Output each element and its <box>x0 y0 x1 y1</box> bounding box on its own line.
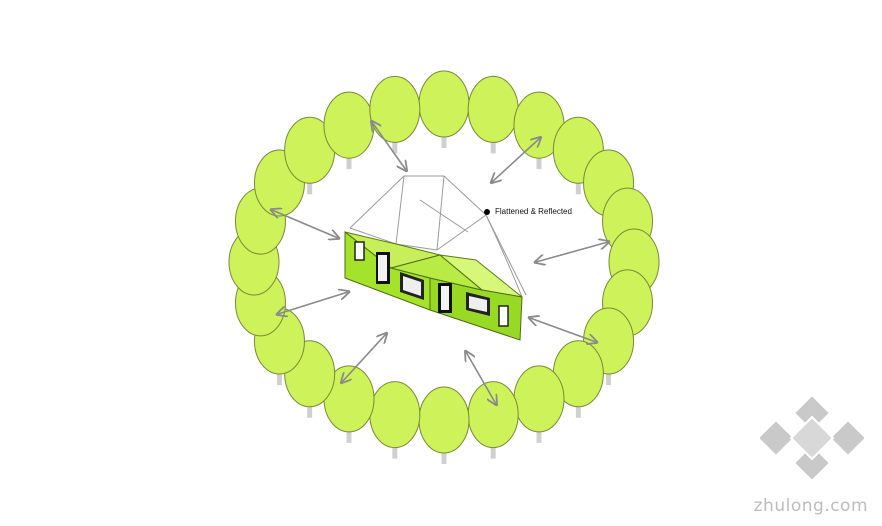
double-arrow <box>272 210 338 238</box>
house-window <box>441 286 449 310</box>
tree-canopy <box>369 381 421 449</box>
tree-canopy <box>418 70 470 138</box>
annotation-dot <box>484 208 490 215</box>
house-window <box>378 255 387 281</box>
double-arrow <box>372 122 406 170</box>
double-arrow <box>530 318 596 342</box>
tree-canopy <box>369 75 421 143</box>
double-arrow <box>466 352 496 404</box>
double-arrow <box>536 242 608 262</box>
tree-canopy <box>513 365 565 433</box>
tree-canopy <box>467 381 519 449</box>
reflected-wireframe <box>349 175 527 298</box>
house-volume <box>344 230 523 341</box>
double-arrow <box>342 334 386 382</box>
house-window <box>354 241 365 261</box>
double-arrow <box>278 292 348 314</box>
annotation-text: Flattened & Reflected <box>495 207 572 216</box>
tree-canopies <box>228 70 660 454</box>
tree-canopy <box>323 91 375 159</box>
house-window <box>469 296 487 312</box>
view-arrows <box>272 122 608 404</box>
annotation-label: Flattened & Reflected <box>484 207 572 216</box>
double-arrow <box>492 138 540 182</box>
house-window <box>403 276 421 296</box>
tree-canopy <box>418 386 470 454</box>
house-gable <box>389 254 483 291</box>
zhulong-logo-icon <box>760 393 864 483</box>
watermark-text: zhulong.com <box>753 496 868 516</box>
tree-canopy <box>467 75 519 143</box>
house-window <box>498 305 509 327</box>
